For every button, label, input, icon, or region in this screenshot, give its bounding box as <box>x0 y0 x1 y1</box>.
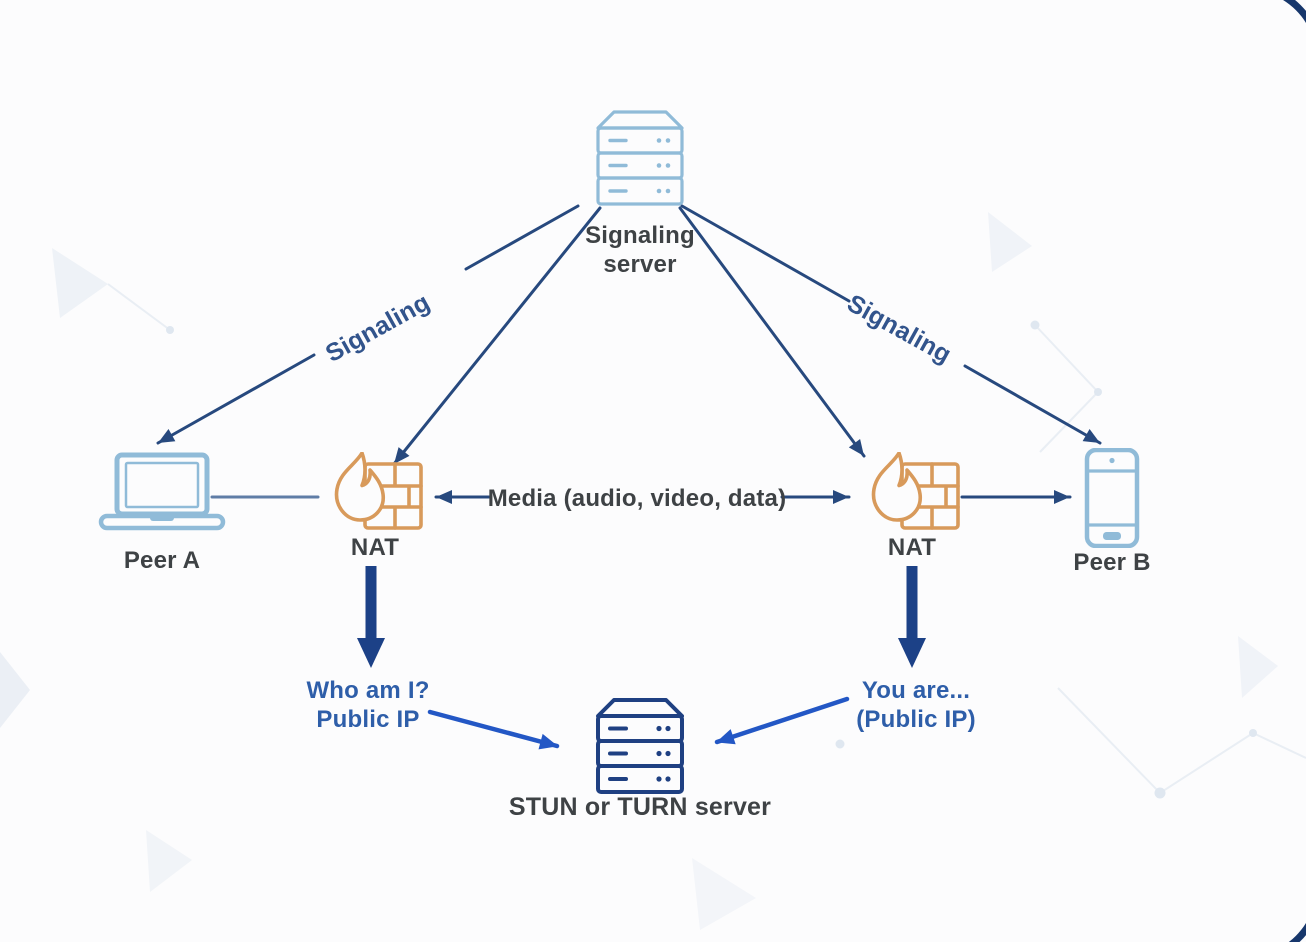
nat-left-label: NAT <box>350 534 400 561</box>
edge-signaling-server-peer-a-2 <box>156 353 316 445</box>
stun-server-label: STUN or TURN server <box>508 793 772 821</box>
nat-right-label: NAT <box>887 534 937 561</box>
firewall-icon <box>864 451 960 545</box>
who-am-i-label: Who am I? Public IP <box>293 676 443 734</box>
edge-signaling-server-nat-right <box>678 206 866 458</box>
who-am-i-label-line1: Who am I? <box>306 677 430 704</box>
edge-nat-left-down-arrowhead <box>357 638 385 668</box>
media-edge-label: Media (audio, video, data) <box>487 485 787 512</box>
edge-signaling-server-peer-b-2 <box>963 364 1102 445</box>
edge-public-ip-to-stun <box>427 709 560 750</box>
peer-b-label: Peer B <box>1073 549 1151 576</box>
signaling-server-label: Signaling server <box>540 221 740 279</box>
edge-signaling-server-peer-a-1 <box>464 204 580 271</box>
background-pattern <box>0 212 1306 930</box>
smartphone-icon <box>1084 447 1140 553</box>
edge-nat-right-down-arrowhead <box>898 638 926 668</box>
edge-you-are-to-stun <box>714 696 850 745</box>
server-icon <box>596 110 684 211</box>
you-are-label-line2: (Public IP) <box>856 706 976 733</box>
laptop-icon <box>98 452 226 537</box>
who-am-i-label-line2: Public IP <box>316 706 420 733</box>
you-are-label-line1: You are... <box>861 677 971 704</box>
edge-signaling-server-peer-b-1 <box>680 204 851 303</box>
edges <box>156 204 1102 750</box>
you-are-label: You are... (Public IP) <box>841 676 991 734</box>
firewall-icon <box>327 451 423 545</box>
signaling-server-label-line2: server <box>603 251 677 278</box>
peer-a-label: Peer A <box>123 547 201 574</box>
server-icon <box>596 698 684 799</box>
edge-signaling-server-nat-left <box>392 206 602 466</box>
signaling-server-label-line1: Signaling <box>585 222 695 249</box>
